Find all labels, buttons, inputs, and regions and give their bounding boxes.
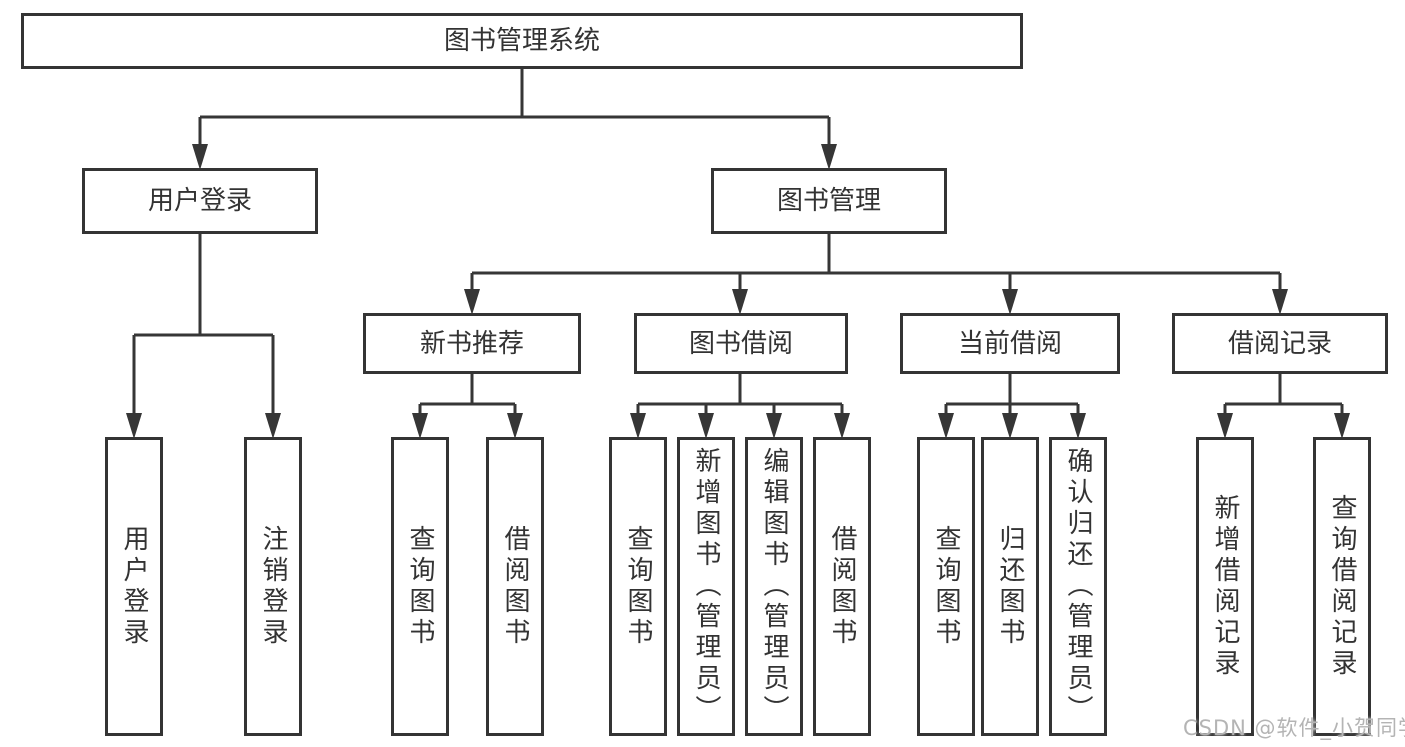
node-borrow-records: 借阅记录 — [1172, 313, 1388, 374]
arrow-down-icon — [938, 413, 954, 439]
leaf-logout: 注销登录 — [244, 437, 302, 736]
node-book-borrow: 图书借阅 — [634, 313, 848, 374]
arrow-down-icon — [732, 289, 748, 315]
arrow-down-icon — [698, 413, 714, 439]
arrow-down-icon — [766, 413, 782, 439]
connector-root-to-level2 — [198, 69, 831, 148]
leaf-user-login: 用户登录 — [105, 437, 163, 736]
leaf-edit-books-admin: 编辑图书（管理员） — [745, 437, 803, 736]
connector-newbooks-to-leaves — [418, 374, 517, 415]
connector-borrowrecords-to-leaves — [1223, 374, 1344, 415]
leaf-query-books: 查询图书 — [917, 437, 975, 736]
arrow-down-icon — [412, 413, 428, 439]
connector-userlogin-to-leaves — [132, 234, 275, 415]
leaf-borrow-books: 借阅图书 — [813, 437, 871, 736]
leaf-query-books: 查询图书 — [609, 437, 667, 736]
arrow-down-icon — [1002, 289, 1018, 315]
arrow-down-icon — [630, 413, 646, 439]
node-root-library-system: 图书管理系统 — [21, 13, 1023, 69]
leaf-confirm-return-admin: 确认归还（管理员） — [1049, 437, 1107, 736]
node-current-borrow: 当前借阅 — [900, 313, 1120, 374]
leaf-borrow-books: 借阅图书 — [486, 437, 544, 736]
arrow-down-icon — [821, 144, 837, 170]
csdn-watermark: CSDN @软件_小贺同学 — [1183, 716, 1405, 740]
connector-bookborrow-to-leaves — [636, 374, 844, 415]
leaf-query-borrow-record: 查询借阅记录 — [1313, 437, 1371, 736]
node-user-login: 用户登录 — [82, 168, 318, 234]
arrow-down-icon — [1217, 413, 1233, 439]
arrow-down-icon — [1334, 413, 1350, 439]
connector-bookmgmt-to-level3 — [470, 234, 1282, 293]
node-new-book-recommend: 新书推荐 — [363, 313, 581, 374]
leaf-return-books: 归还图书 — [981, 437, 1039, 736]
leaf-add-books-admin: 新增图书（管理员） — [677, 437, 735, 736]
arrow-down-icon — [1002, 413, 1018, 439]
arrow-down-icon — [1272, 289, 1288, 315]
leaf-add-borrow-record: 新增借阅记录 — [1196, 437, 1254, 736]
arrow-down-icon — [1070, 413, 1086, 439]
arrow-down-icon — [126, 413, 142, 439]
arrow-down-icon — [507, 413, 523, 439]
arrow-down-icon — [265, 413, 281, 439]
arrow-down-icon — [192, 144, 208, 170]
node-book-management: 图书管理 — [711, 168, 947, 234]
arrow-down-icon — [464, 289, 480, 315]
connector-currentborrow-to-leaves — [944, 374, 1080, 415]
arrow-down-icon — [834, 413, 850, 439]
leaf-query-books: 查询图书 — [391, 437, 449, 736]
